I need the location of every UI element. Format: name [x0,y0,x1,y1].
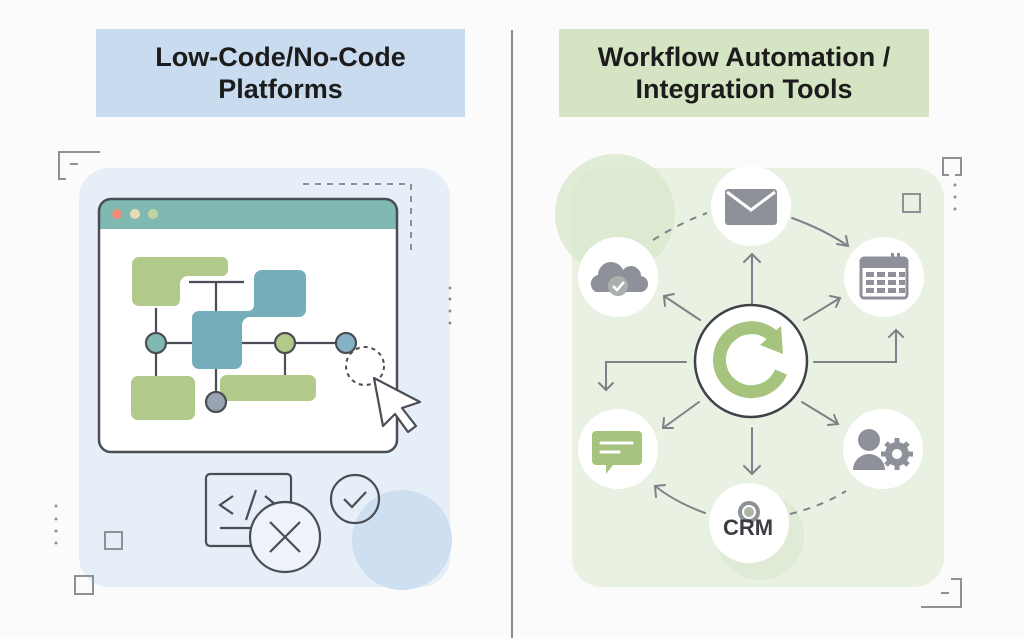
workflow-title-line1: Workflow Automation / [597,42,891,72]
crm-label: CRM [722,515,774,540]
user-gear-icon [853,429,913,470]
crm-icon [738,501,760,523]
window-dot-red [112,209,122,219]
node-circle [334,331,358,355]
square-decor-icon [902,193,921,213]
hub-node [693,303,809,419]
low-code-title-line1: Low-Code/No-Code [155,42,406,72]
corner-bracket-top-left-icon [58,151,100,180]
node-circle [144,331,168,355]
dots-vertical-right-icon [953,183,957,211]
email-node [711,166,791,246]
decor-circle [352,490,452,590]
check-circle-icon [329,473,381,525]
crm-node [709,483,789,563]
workflow-title-line2: Integration Tools [635,74,853,104]
window-dot-green [148,209,158,219]
user-settings-node [843,409,923,489]
dashed-connectors [652,212,847,515]
dashed-target-circle [345,346,385,386]
envelope-icon [725,189,777,225]
teal-block [192,270,306,369]
refresh-sync-icon [713,321,787,399]
corner-bracket-top-right-icon [942,157,962,176]
window-dot-yellow [130,209,140,219]
calendar-node [844,237,924,317]
corner-bracket-bottom-right-icon [921,578,962,608]
refresh-arrowhead [760,326,783,354]
chat-bubble-icon [592,431,642,474]
workflow-title: Workflow Automation /Integration Tools [559,29,929,117]
close-circle-icon [248,500,322,574]
low-code-title-line2: Platforms [218,74,343,104]
square-decor-icon [104,531,123,550]
square-decor-icon [74,575,94,595]
node-circle [204,390,228,414]
node-circle [273,331,297,355]
cloud-node [578,237,658,317]
decor-circle [555,154,675,274]
green-block [131,376,195,420]
dashed-corner-icon [303,183,412,252]
center-divider [511,30,513,638]
cursor-arrow-icon [372,376,422,434]
chat-node [578,409,658,489]
green-block [132,257,228,306]
dots-vertical-left-icon [54,286,452,545]
cloud-check-icon [590,261,649,296]
green-block [220,375,316,401]
calendar-icon [859,253,909,300]
